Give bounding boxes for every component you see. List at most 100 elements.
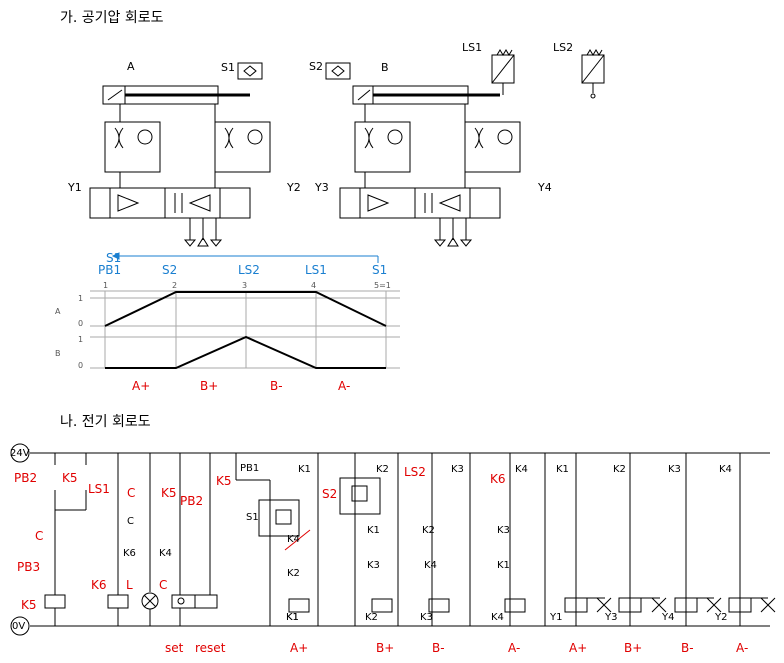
label-coil-k3: K3 (420, 612, 433, 623)
label-ls1: LS1 (462, 41, 482, 54)
bottom-label-y-b-minus: B- (681, 641, 694, 655)
bottom-label-a-plus: A+ (290, 641, 308, 655)
section-b-title: 나. 전기 회로도 (60, 414, 151, 430)
s2-sensor (325, 62, 351, 80)
timing-step-3: 3 (242, 281, 247, 290)
label-k1-b: K1 (367, 525, 380, 536)
label-coil-k4: K4 (491, 612, 504, 623)
bottom-label-set: set (165, 641, 184, 655)
label-y1: Y1 (67, 181, 82, 194)
label-k1-out: K1 (556, 464, 569, 475)
red-label-c-c: C (159, 578, 167, 592)
timing-signal-s2: S2 (162, 263, 177, 277)
label-k2-a: K2 (287, 568, 300, 579)
red-label-s2: S2 (322, 487, 337, 501)
label-cylinder-a: A (127, 60, 135, 73)
label-k4-c: K4 (515, 464, 528, 475)
red-label-ls2: LS2 (404, 465, 426, 479)
label-0v: 0V (12, 621, 25, 632)
label-k3-b: K3 (367, 560, 380, 571)
bottom-label-y-b-plus: B+ (624, 641, 642, 655)
red-label-c: C (127, 486, 135, 500)
bottom-label-a-minus: A- (508, 641, 520, 655)
pneumatic-circuit (89, 49, 605, 247)
bottom-label-y-a-minus: A- (736, 641, 748, 655)
label-y1: Y1 (549, 612, 562, 623)
label-s1: S1 (246, 512, 259, 523)
timing-step-1: 1 (103, 281, 108, 290)
timing-a-level-0: 0 (78, 319, 83, 328)
label-k2-b: K2 (376, 464, 389, 475)
s1-sensor (237, 62, 263, 80)
red-label-pb2: PB2 (14, 471, 37, 485)
label-y4: Y4 (537, 181, 552, 194)
label-k1-coil: K1 (286, 612, 299, 623)
label-s2: S2 (309, 60, 323, 73)
label-k4-b: K4 (424, 560, 437, 571)
label-y3: Y3 (314, 181, 329, 194)
label-k4-a: K4 (287, 534, 300, 545)
label-y4: Y4 (661, 612, 674, 623)
timing-diagram: S1 PB1 S2 LS2 LS1 S1 1 2 3 4 5=1 A B 1 0… (55, 251, 400, 393)
red-label-k6-b: K6 (91, 578, 107, 592)
bottom-label-reset: reset (195, 641, 226, 655)
timing-a-level-1: 1 (78, 294, 83, 303)
timing-b-level-0: 0 (78, 361, 83, 370)
label-coil-k2: K2 (365, 612, 378, 623)
red-label-k5-d: K5 (21, 598, 37, 612)
red-label-k6: K6 (490, 472, 506, 486)
timing-step-4: 4 (311, 281, 316, 290)
red-label-pb2-b: PB2 (180, 494, 203, 508)
timing-row-a: A (55, 307, 61, 316)
timing-action-b-plus: B+ (200, 379, 218, 393)
label-k2-c: K2 (422, 525, 435, 536)
label-24v: 24V (10, 448, 30, 459)
timing-step-5: 5=1 (374, 281, 391, 290)
bottom-label-b-plus: B+ (376, 641, 394, 655)
timing-trace-a (104, 291, 387, 327)
timing-step-2: 2 (172, 281, 177, 290)
timing-signal-s1: S1 (372, 263, 387, 277)
label-k3-a: K3 (451, 464, 464, 475)
ladder-diagram (10, 443, 776, 636)
timing-row-b: B (55, 349, 61, 358)
label-k1-a: K1 (298, 464, 311, 475)
timing-trace-b (105, 335, 386, 369)
red-label-pb3: PB3 (17, 560, 40, 574)
timing-signal-pb1: PB1 (98, 263, 121, 277)
red-label-k5-c: K5 (216, 474, 232, 488)
timing-action-b-minus: B- (270, 379, 283, 393)
label-contact-k4: K4 (159, 548, 172, 559)
bottom-label-b-minus: B- (432, 641, 445, 655)
section-a-title: 가. 공기압 회로도 (60, 10, 164, 26)
label-ls2: LS2 (553, 41, 573, 54)
red-label-k5: K5 (62, 471, 78, 485)
label-k3-c: K3 (497, 525, 510, 536)
label-y2: Y2 (714, 612, 727, 623)
red-label-k5-b: K5 (161, 486, 177, 500)
label-contact-k6: K6 (123, 548, 136, 559)
bottom-label-y-a-plus: A+ (569, 641, 587, 655)
label-k1-c: K1 (497, 560, 510, 571)
timing-b-level-1: 1 (78, 335, 83, 344)
timing-return-label: S1 (106, 251, 121, 265)
red-label-ls1: LS1 (88, 482, 110, 496)
ladder-labels: 24V 0V PB2 K5 LS1 C K5 PB2 K5 S2 LS2 K6 … (10, 448, 748, 655)
timing-action-a-minus: A- (338, 379, 350, 393)
red-label-l: L (126, 578, 133, 592)
timing-action-a-plus: A+ (132, 379, 150, 393)
pneumatic-labels: A S1 S2 B LS1 LS2 Y1 Y2 Y3 Y4 (67, 41, 573, 194)
label-y2: Y2 (286, 181, 301, 194)
label-cylinder-b: B (381, 61, 389, 74)
label-s1: S1 (221, 61, 235, 74)
label-y3: Y3 (604, 612, 617, 623)
label-pb1: PB1 (240, 463, 259, 474)
label-k2-out: K2 (613, 464, 626, 475)
timing-signal-ls1: LS1 (305, 263, 327, 277)
label-contact-c: C (127, 516, 134, 527)
red-label-c-b: C (35, 529, 43, 543)
label-k3-out: K3 (668, 464, 681, 475)
label-coil-k1: K1 (286, 612, 299, 623)
label-k4-out: K4 (719, 464, 732, 475)
